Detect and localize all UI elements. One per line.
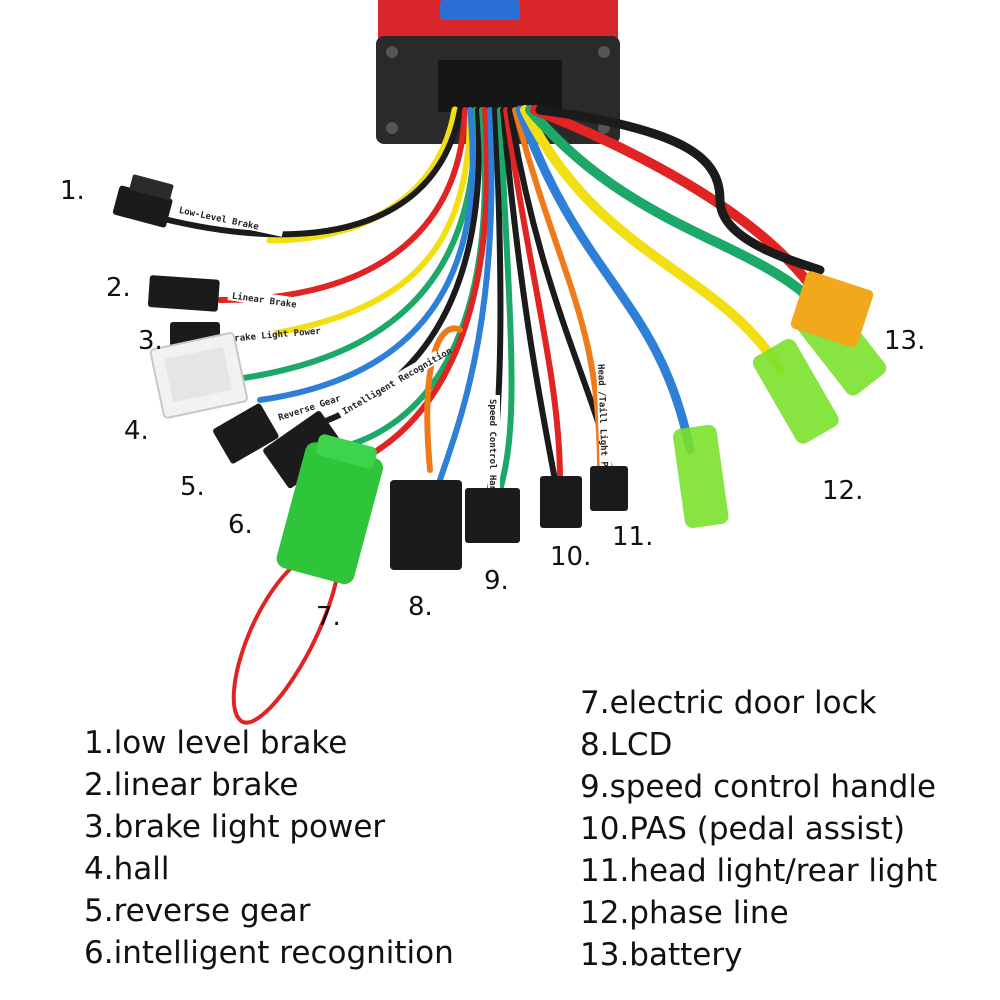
wire-tag-brake-light-power-label: Brake Light Power: [228, 326, 321, 345]
legend-item-10: 10.PAS (pedal assist): [580, 811, 906, 847]
wire-tag-linear-brake: Linear Brake: [227, 288, 299, 311]
connector-5-reverse-gear: [213, 403, 279, 464]
connector-1-low-level-brake: [112, 174, 174, 228]
wire-tag-head-taill-light-power: Head /Taill Light Power: [595, 359, 612, 490]
callout-12: 12.: [822, 476, 864, 506]
wire-tag-speed-control-handle-label: Speed Control Handle: [487, 399, 497, 508]
connector-2-linear-brake: [147, 275, 220, 312]
legend-item-8: 8.LCD: [580, 727, 673, 763]
legend-item-4: 4.hall: [84, 851, 170, 887]
legend-left: 1.low level brake 2.linear brake 3.brake…: [84, 728, 454, 980]
connectors: [112, 174, 887, 585]
legend-item-9: 9.speed control handle: [580, 769, 937, 805]
wire-tag-brake-light-power: Brake Light Power: [224, 326, 322, 345]
legend-item-13: 13.battery: [580, 937, 743, 973]
callout-10: 10.: [550, 542, 592, 572]
wire-bundle: [157, 105, 835, 725]
connector-4-hall: [149, 332, 248, 419]
connector-13-battery: [790, 271, 874, 348]
callout-9: 9.: [484, 566, 509, 596]
legend-item-7: 7.electric door lock: [580, 685, 877, 721]
wire-tag-speed-control-handle: Speed Control Handle: [487, 395, 500, 508]
connector-7-door-lock: [276, 434, 384, 585]
phase-terminal-blue: [673, 424, 729, 528]
callout-13: 13.: [884, 326, 926, 356]
callout-3: 3.: [138, 326, 163, 356]
legend-item-2: 2.linear brake: [84, 767, 299, 803]
legend-item-1: 1.low level brake: [84, 725, 348, 761]
connector-10-pas: [540, 476, 582, 528]
wire-tag-head-taill-light-power-label: Head /Taill Light Power: [595, 364, 610, 490]
legend-item-3: 3.brake light power: [84, 809, 386, 845]
legend-item-6: 6.intelligent recognition: [84, 935, 454, 971]
legend-item-5: 5.reverse gear: [84, 893, 311, 929]
connector-6-intelligent-recognition: [263, 411, 346, 489]
phase-terminal-yellow: [752, 338, 839, 444]
callout-7: 7.: [316, 602, 341, 632]
callout-2: 2.: [106, 273, 131, 303]
legend-item-12: 12.phase line: [580, 895, 789, 931]
connector-11-head-rear-light: [590, 466, 628, 511]
legend-right: 7.electric door lock 8.LCD 9.speed contr…: [580, 688, 937, 982]
callout-4: 4.: [124, 416, 149, 446]
callout-5: 5.: [180, 472, 205, 502]
callout-1: 1.: [60, 176, 85, 206]
callout-11: 11.: [612, 522, 654, 552]
callout-8: 8.: [408, 592, 433, 622]
callout-6: 6.: [228, 510, 253, 540]
legend-item-11: 11.head light/rear light: [580, 853, 938, 889]
connector-8-lcd: [390, 480, 462, 570]
connector-9-speed-control: [465, 488, 520, 543]
